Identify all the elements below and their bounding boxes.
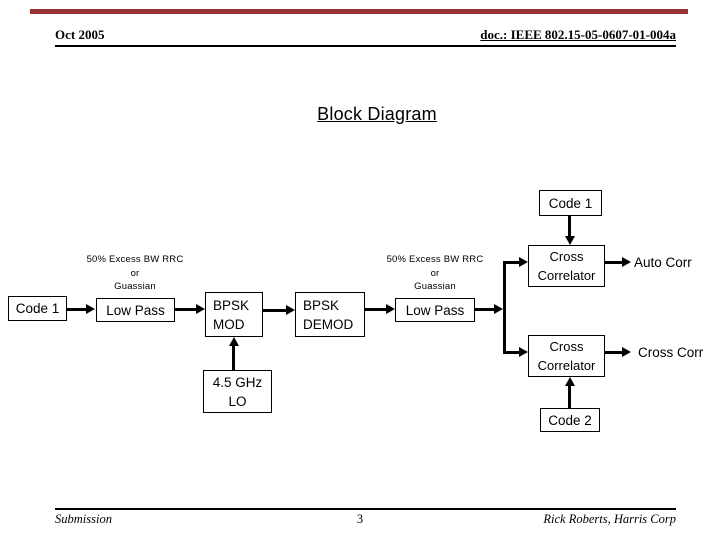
block-code1-ref: Code 1 (539, 190, 602, 216)
block-cross-correlator-bottom: Cross Correlator (528, 335, 605, 377)
footer-submission: Submission (55, 512, 112, 526)
arrowhead-right-icon (622, 257, 631, 267)
block-cross-correlator-top-line1: Cross (549, 249, 584, 264)
block-lo-line1: 4.5 GHz (212, 374, 263, 390)
footer-page-number: 3 (356, 512, 364, 526)
arrow-demod-to-lowpass (365, 308, 386, 311)
block-bpsk-mod: BPSK MOD (205, 292, 263, 337)
filter-note-tx-line3: Guassian (114, 281, 156, 292)
top-accent-bar (30, 9, 688, 14)
block-lowpass-rx: Low Pass (395, 298, 475, 322)
block-code1-input: Code 1 (8, 296, 67, 321)
arrow-code1-to-lowpass (67, 308, 86, 311)
block-bpsk-mod-line2: MOD (213, 316, 245, 332)
block-cross-correlator-top-line2: Correlator (537, 268, 596, 283)
arrowhead-up-icon (229, 337, 239, 346)
block-cross-correlator-bottom-line2: Correlator (537, 358, 596, 373)
arrowhead-right-icon (86, 304, 95, 314)
block-bpsk-demod: BPSK DEMOD (295, 292, 365, 337)
arrow-code2-to-xcorr (568, 386, 571, 408)
block-cross-correlator-top: Cross Correlator (528, 245, 605, 287)
junction-vline (503, 261, 506, 354)
arrowhead-right-icon (196, 304, 205, 314)
arrowhead-right-icon (519, 257, 528, 267)
filter-note-tx-line2: or (130, 267, 140, 279)
block-code1-ref-label: Code 1 (548, 195, 593, 211)
filter-note-rx-line3: Guassian (414, 281, 456, 292)
arrowhead-right-icon (622, 347, 631, 357)
auto-corr-output-label: Auto Corr (634, 255, 692, 270)
block-lo-line2: LO (228, 393, 247, 409)
block-lowpass-tx: Low Pass (96, 298, 175, 322)
block-code2-ref: Code 2 (540, 408, 600, 432)
slide-header: Oct 2005 doc.: IEEE 802.15-05-0607-01-00… (55, 27, 676, 47)
block-lowpass-rx-label: Low Pass (405, 302, 465, 318)
arrowhead-right-icon (386, 304, 395, 314)
block-cross-correlator-bottom-line1: Cross (549, 339, 584, 354)
header-date: Oct 2005 (55, 27, 105, 42)
block-code1-input-label: Code 1 (15, 301, 60, 316)
arrow-mod-to-demod (263, 309, 286, 312)
footer-rule (55, 508, 676, 510)
filter-note-rx-line1: 50% Excess BW RRC (386, 254, 484, 265)
arrow-lo-to-mod (232, 346, 235, 370)
footer-author: Rick Roberts, Harris Corp (543, 512, 676, 526)
arrow-junction-to-xcorr-top (503, 261, 519, 264)
arrow-code1-to-xcorr (568, 216, 571, 236)
arrow-lowpass-to-junction (475, 308, 494, 311)
filter-note-tx: 50% Excess BW RRC or Guassian (55, 253, 215, 294)
block-bpsk-demod-line2: DEMOD (303, 316, 354, 332)
filter-note-rx-line2: or (430, 267, 440, 279)
block-lowpass-tx-label: Low Pass (106, 302, 165, 318)
block-code2-ref-label: Code 2 (548, 412, 592, 428)
arrow-junction-to-xcorr-bottom (503, 351, 519, 354)
arrowhead-right-icon (494, 304, 503, 314)
block-bpsk-mod-line1: BPSK (213, 297, 250, 313)
block-bpsk-demod-line1: BPSK (303, 297, 340, 313)
arrow-lowpass-to-mod (175, 308, 196, 311)
arrow-xcorr-bottom-out (605, 351, 622, 354)
arrow-xcorr-top-out (605, 261, 622, 264)
filter-note-rx: 50% Excess BW RRC or Guassian (355, 253, 515, 294)
page-title: Block Diagram (317, 104, 437, 124)
cross-corr-output-label: Cross Corr (638, 345, 704, 360)
arrowhead-right-icon (286, 305, 295, 315)
arrowhead-up-icon (565, 377, 575, 386)
header-doc-number: doc.: IEEE 802.15-05-0607-01-004a (480, 27, 676, 42)
arrowhead-right-icon (519, 347, 528, 357)
filter-note-tx-line1: 50% Excess BW RRC (86, 254, 184, 265)
block-lo: 4.5 GHz LO (203, 370, 272, 413)
arrowhead-down-icon (565, 236, 575, 245)
